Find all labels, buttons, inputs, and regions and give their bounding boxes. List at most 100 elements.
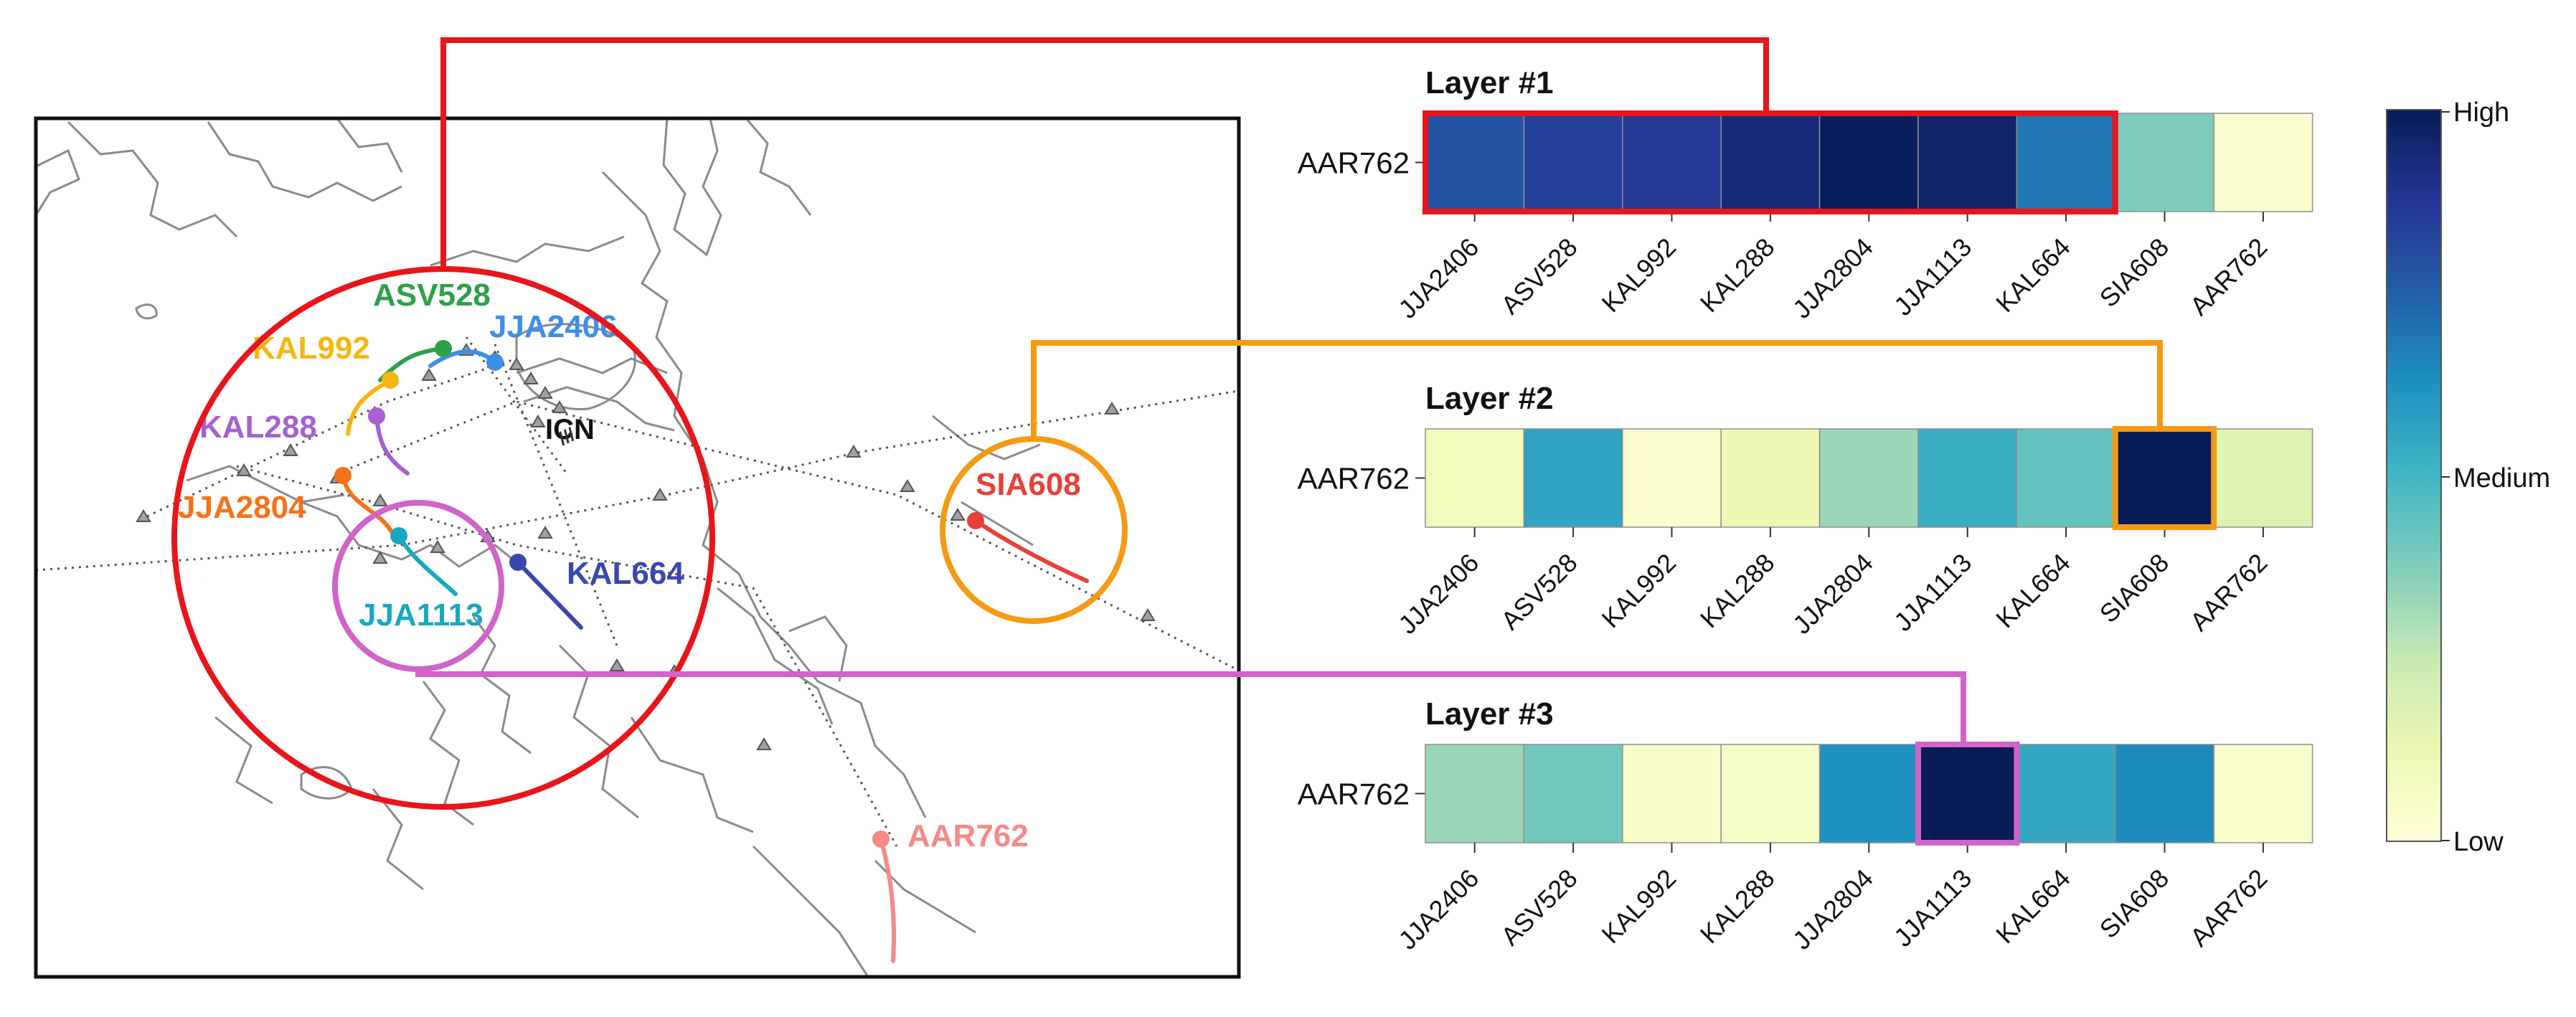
- column-label: KAL288: [1694, 232, 1780, 318]
- row-label: AAR762: [1298, 462, 1410, 496]
- heatmap-cell: [1523, 744, 1623, 843]
- flight-label-kal992: KAL992: [253, 331, 370, 366]
- heatmap-cell: [1523, 428, 1623, 528]
- column-label: JJA2804: [1787, 864, 1879, 955]
- layer3-connector: [415, 669, 1966, 744]
- coastline: [36, 118, 1041, 977]
- heatmap-cell: [1425, 428, 1525, 528]
- heatmap-cell: [1818, 428, 1919, 528]
- heatmap-cell: [2115, 428, 2214, 528]
- column-label: ASV528: [1495, 548, 1582, 635]
- column-label: JJA1113: [1888, 548, 1977, 637]
- column-label: AAR762: [2184, 864, 2273, 952]
- column-label: KAL992: [1596, 864, 1682, 950]
- column-label: ASV528: [1495, 232, 1582, 320]
- highlight-box: [1423, 110, 2118, 214]
- heatmap-cell: [1622, 428, 1722, 528]
- highlight-box: [2112, 426, 2217, 530]
- flight-label-aar762: AAR762: [907, 818, 1029, 853]
- flight-label-jja1113: JJA1113: [359, 597, 483, 633]
- column-label: SIA608: [2094, 864, 2174, 944]
- column-label: KAL664: [1990, 864, 2076, 950]
- aircraft-asv528-marker: [435, 340, 452, 357]
- row-label: AAR762: [1298, 777, 1410, 811]
- track-jja1113: [397, 534, 458, 596]
- heatmap-cell: [1622, 113, 1722, 212]
- track-sia608: [973, 519, 1089, 583]
- colorbar-gradient: [2386, 109, 2442, 842]
- column-label: AAR762: [2184, 548, 2273, 637]
- flight-label-jja2406: JJA2406: [489, 309, 618, 344]
- heatmap-cell: [2213, 113, 2313, 212]
- aircraft-jja2406-marker: [486, 354, 504, 371]
- heatmap-cell: [1818, 113, 1919, 212]
- flight-label-jja2804: JJA2804: [178, 490, 306, 525]
- layer2-connector: [1031, 340, 2163, 439]
- heatmap-cell: [1720, 428, 1821, 528]
- column-label: JJA1113: [1888, 864, 1977, 952]
- colorbar-label-medium: Medium: [2453, 463, 2550, 493]
- flight-label-kal288: KAL288: [199, 410, 317, 445]
- column-label: JJA1113: [1888, 232, 1977, 321]
- row-label: AAR762: [1298, 146, 1410, 180]
- flight-label-sia608: SIA608: [976, 467, 1081, 502]
- aircraft-kal664-marker: [509, 554, 527, 571]
- track-kal288: [374, 414, 410, 476]
- column-label: KAL288: [1694, 548, 1780, 634]
- column-label: JJA2406: [1392, 548, 1484, 640]
- aircraft-aar762-marker: [872, 831, 890, 848]
- column-label: KAL664: [1990, 232, 2076, 318]
- approach-route: [36, 336, 1239, 847]
- track-jja2804: [341, 473, 395, 536]
- heatmap-cell: [2016, 428, 2116, 528]
- colorbar: High Medium Low: [2386, 98, 2550, 857]
- layer1-connector: [440, 37, 1769, 269]
- heatmap-cell: [2213, 744, 2313, 843]
- column-label: SIA608: [2094, 232, 2174, 313]
- column-label: KAL992: [1596, 232, 1682, 318]
- map-frame: [34, 116, 1241, 979]
- column-label: ASV528: [1495, 864, 1582, 951]
- column-label: KAL288: [1694, 864, 1780, 950]
- track-aar762: [879, 837, 897, 963]
- flight-label-kal664: KAL664: [567, 556, 684, 591]
- aircraft-positions: [334, 340, 984, 848]
- layer-title: Layer #1: [1425, 65, 1554, 100]
- track-kal992: [346, 378, 392, 436]
- flight-label-asv528: ASV528: [373, 278, 491, 313]
- column-label: JJA2406: [1392, 864, 1484, 955]
- highlight-box: [1915, 742, 2020, 846]
- waypoint-markers: [136, 343, 1156, 750]
- column-label: SIA608: [2094, 548, 2174, 628]
- heatmap-cell: [2115, 744, 2214, 843]
- airspace-map: ICN /// ASV528 JJA240: [36, 118, 1239, 977]
- airport-label: ICN: [545, 414, 595, 445]
- aircraft-jja2804-marker: [334, 467, 352, 484]
- heatmap-cell: [2115, 113, 2214, 212]
- aircraft-kal288-marker: [368, 407, 385, 425]
- track-kal664: [516, 560, 583, 630]
- column-label: AAR762: [2184, 232, 2273, 321]
- layer3-attention-circle: [332, 500, 504, 672]
- aircraft-kal992-marker: [382, 372, 399, 389]
- layer-title: Layer #2: [1425, 381, 1554, 416]
- column-label: JJA2804: [1787, 548, 1879, 640]
- heatmap-cell: [2213, 428, 2313, 528]
- heatmap-cell: [1425, 744, 1525, 843]
- aircraft-sia608-marker: [967, 512, 984, 529]
- heatmap-cell: [1917, 428, 2018, 528]
- column-label: JJA2804: [1787, 232, 1879, 324]
- colorbar-label-high: High: [2453, 98, 2509, 128]
- heatmap-cell: [1622, 744, 1722, 843]
- heatmap-cell: [2016, 113, 2116, 212]
- colorbar-label-low: Low: [2453, 827, 2504, 857]
- heatmap-cell: [1917, 744, 2018, 843]
- heatmap-cell: [1720, 744, 1821, 843]
- aircraft-jja1113-marker: [390, 527, 407, 544]
- heatmap-cell: [1917, 113, 2018, 212]
- layer-title: Layer #3: [1425, 696, 1554, 732]
